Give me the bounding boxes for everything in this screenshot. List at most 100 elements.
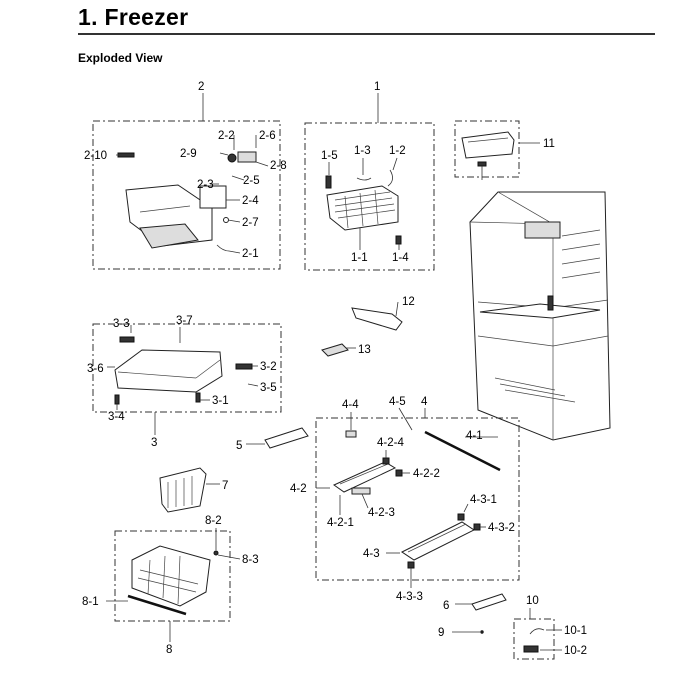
roller-4-3-1	[457, 513, 465, 521]
label-4-4: 4-4	[342, 399, 359, 411]
label-2-2: 2-2	[218, 130, 235, 142]
rail-4-2	[332, 461, 397, 493]
group-11-ice-maker-cover: 11	[454, 120, 555, 180]
label-1-1: 1-1	[351, 252, 368, 264]
part-6	[471, 593, 507, 611]
group-12-13: 12 13	[321, 296, 415, 357]
group-8-basket: 8 8-2 8-3 8-1	[82, 515, 259, 656]
title-divider	[78, 33, 655, 35]
stopper-left	[114, 394, 120, 405]
rail-right	[235, 363, 253, 370]
label-2-6: 2-6	[259, 130, 276, 142]
label-2-3: 2-3	[197, 179, 214, 191]
label-10-1: 10-1	[564, 625, 587, 637]
label-1-3: 1-3	[354, 145, 371, 157]
group-1-evaporator: 1 1-3 1-2 1-5 1-1 1-4	[304, 81, 435, 271]
part-4-2-3	[351, 487, 371, 495]
knob	[227, 153, 237, 163]
rail-8-1	[127, 594, 187, 616]
part-5	[264, 427, 309, 449]
clip	[395, 235, 402, 245]
part-10-1	[529, 628, 545, 635]
label-6: 6	[443, 600, 449, 612]
drawer-tray	[114, 349, 223, 393]
label-7: 7	[222, 480, 228, 492]
label-10: 10	[526, 595, 539, 607]
part-13	[321, 343, 349, 357]
label-3-6: 3-6	[87, 363, 104, 375]
label-2-1: 2-1	[242, 248, 259, 260]
label-2-9: 2-9	[180, 148, 197, 160]
label-4-3-1: 4-3-1	[470, 494, 497, 506]
label-1-2: 1-2	[389, 145, 406, 157]
label-4-3-3: 4-3-3	[396, 591, 423, 603]
defrost-sensor	[356, 177, 372, 181]
section-subtitle: Exploded View	[78, 51, 163, 65]
fuse	[387, 169, 393, 187]
group-4-box	[315, 417, 520, 581]
freezer-basket	[131, 545, 211, 607]
panel-bracket	[139, 223, 199, 249]
label-2-10: 2-10	[84, 150, 107, 162]
label-2: 2	[198, 81, 204, 93]
top-panel	[524, 221, 561, 239]
label-2-7: 2-7	[242, 217, 259, 229]
label-3-5: 3-5	[260, 382, 277, 394]
part-7-group: 7	[159, 467, 228, 513]
roller-4-2-2	[395, 469, 403, 477]
group-4-rails: 4 4-4 4-5 4-1 4-2-4 4-2-2 4-2 4-2-1 4-2-	[290, 396, 520, 603]
label-4: 4	[421, 396, 428, 408]
label-1-4: 1-4	[392, 252, 409, 264]
harness	[216, 244, 230, 252]
label-3-7: 3-7	[176, 315, 193, 327]
label-5: 5	[236, 440, 242, 452]
roller-4-2-4	[382, 457, 390, 465]
label-4-3: 4-3	[363, 548, 380, 560]
label-12: 12	[402, 296, 415, 308]
label-8-3: 8-3	[242, 554, 259, 566]
label-4-2-4: 4-2-4	[377, 437, 404, 449]
label-4-2-3: 4-2-3	[368, 507, 395, 519]
screw	[223, 217, 229, 223]
label-2-8: 2-8	[270, 160, 287, 172]
group-11-box	[454, 120, 520, 178]
label-10-2: 10-2	[564, 645, 587, 657]
label-11: 11	[543, 138, 555, 150]
parts-6-9-10: 6 9 10 10-1 10-2	[438, 593, 587, 660]
ice-maker-cover	[461, 131, 515, 159]
part-10-2	[523, 645, 539, 653]
switch	[237, 151, 257, 163]
group-1-box	[304, 122, 435, 271]
group-3-box	[92, 323, 282, 413]
sensor	[325, 175, 332, 189]
label-3: 3	[151, 437, 157, 449]
label-9: 9	[438, 627, 444, 639]
label-2-5: 2-5	[243, 175, 260, 187]
rail-left	[119, 336, 135, 343]
part-4-4	[345, 430, 357, 438]
handle-12	[351, 307, 403, 331]
label-8-1: 8-1	[82, 596, 99, 608]
rod-4-1	[424, 430, 501, 472]
label-13: 13	[358, 344, 371, 356]
part-9	[480, 630, 484, 634]
bracket-11-1	[477, 161, 487, 167]
group-3-drawer: 3 3-3 3-7 3-6 3-2 3-5 3-1 3-4	[87, 315, 282, 449]
page-title: 1. Freezer	[78, 4, 189, 30]
label-4-2: 4-2	[290, 483, 307, 495]
label-4-1: 4-1	[466, 430, 483, 442]
group-10-box	[513, 618, 555, 660]
label-3-2: 3-2	[260, 361, 277, 373]
label-2-4: 2-4	[242, 195, 259, 207]
roller-4-3-2	[473, 523, 481, 531]
label-4-3-2: 4-3-2	[488, 522, 515, 534]
label-3-4: 3-4	[108, 411, 125, 423]
label-8: 8	[166, 644, 172, 656]
label-4-2-2: 4-2-2	[413, 468, 440, 480]
label-3-1: 3-1	[212, 395, 229, 407]
part-5-group: 5	[236, 427, 309, 452]
refrigerator-cabinet	[469, 191, 611, 441]
label-8-2: 8-2	[205, 515, 222, 527]
